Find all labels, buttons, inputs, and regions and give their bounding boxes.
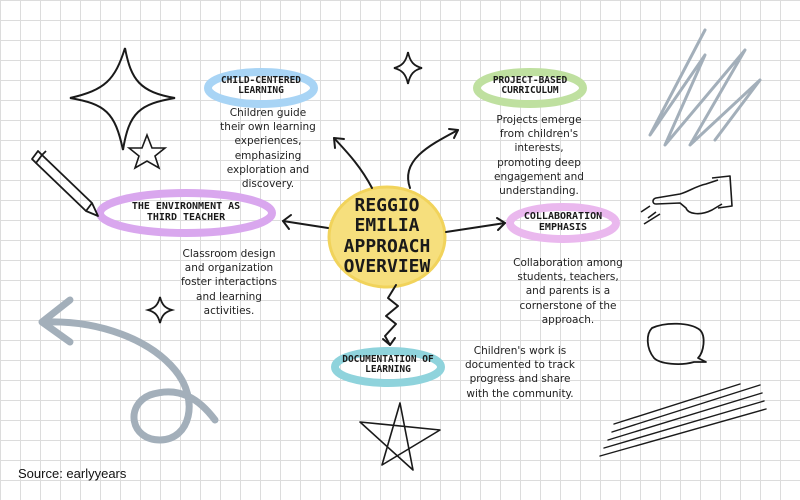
center-title: REGGIO EMILIA APPROACH OVERVIEW: [343, 195, 431, 277]
node-label-child-centered: CHILD-CENTERED LEARNING: [220, 75, 302, 97]
curly-arrow-icon: [38, 296, 219, 444]
node-label-documentation: DOCUMENTATION OF LEARNING: [342, 354, 434, 376]
node-desc-child-centered: Children guide their own learning experi…: [220, 107, 316, 190]
connector-arrows: [282, 128, 506, 346]
star-icon: [126, 132, 168, 170]
node-desc-collaboration: Collaboration among students, teachers, …: [513, 257, 623, 326]
node-label-environment: THE ENVIRONMENT AS THIRD TEACHER: [131, 201, 241, 223]
arrow-to-collaboration: [445, 222, 506, 233]
node-label-project-based: PROJECT-BASED CURRICULUM: [492, 75, 568, 97]
center-highlight: [327, 185, 447, 289]
hatch-lines-icon: [599, 383, 767, 457]
scribble-icon: [648, 28, 762, 147]
pencil-icon: [31, 150, 99, 217]
speech-bubble-icon: [646, 322, 707, 365]
source-caption: Source: earlyyears: [18, 466, 127, 481]
documentation-highlight: [331, 347, 445, 387]
arrowhead-collaboration: [496, 217, 506, 231]
pointing-hand-icon: [640, 175, 733, 225]
node-desc-documentation: Children's work is documented to track p…: [464, 345, 576, 400]
arrowhead-child-centered: [333, 137, 345, 149]
star-outline-icon: [359, 402, 441, 471]
arrowhead-project-based: [448, 128, 459, 139]
node-label-collaboration: COLLABORATION EMPHASIS: [523, 211, 603, 233]
arrow-to-child-centered: [333, 137, 373, 189]
arrowhead-environment: [282, 214, 292, 230]
node-desc-project-based: Projects emerge from children's interest…: [494, 114, 584, 197]
arrowhead-documentation: [382, 337, 396, 346]
project-based-highlight: [473, 68, 587, 108]
collaboration-highlight: [506, 203, 620, 243]
child-centered-highlight: [204, 68, 318, 108]
node-desc-environment: Classroom design and organization foster…: [180, 248, 278, 317]
arrow-to-documentation: [384, 284, 399, 346]
sparkle-icon: [69, 47, 176, 151]
arrow-to-project-based: [407, 129, 459, 189]
arrow-to-environment: [282, 220, 329, 229]
diamond-icon: [144, 51, 423, 324]
environment-highlight: [96, 189, 276, 237]
